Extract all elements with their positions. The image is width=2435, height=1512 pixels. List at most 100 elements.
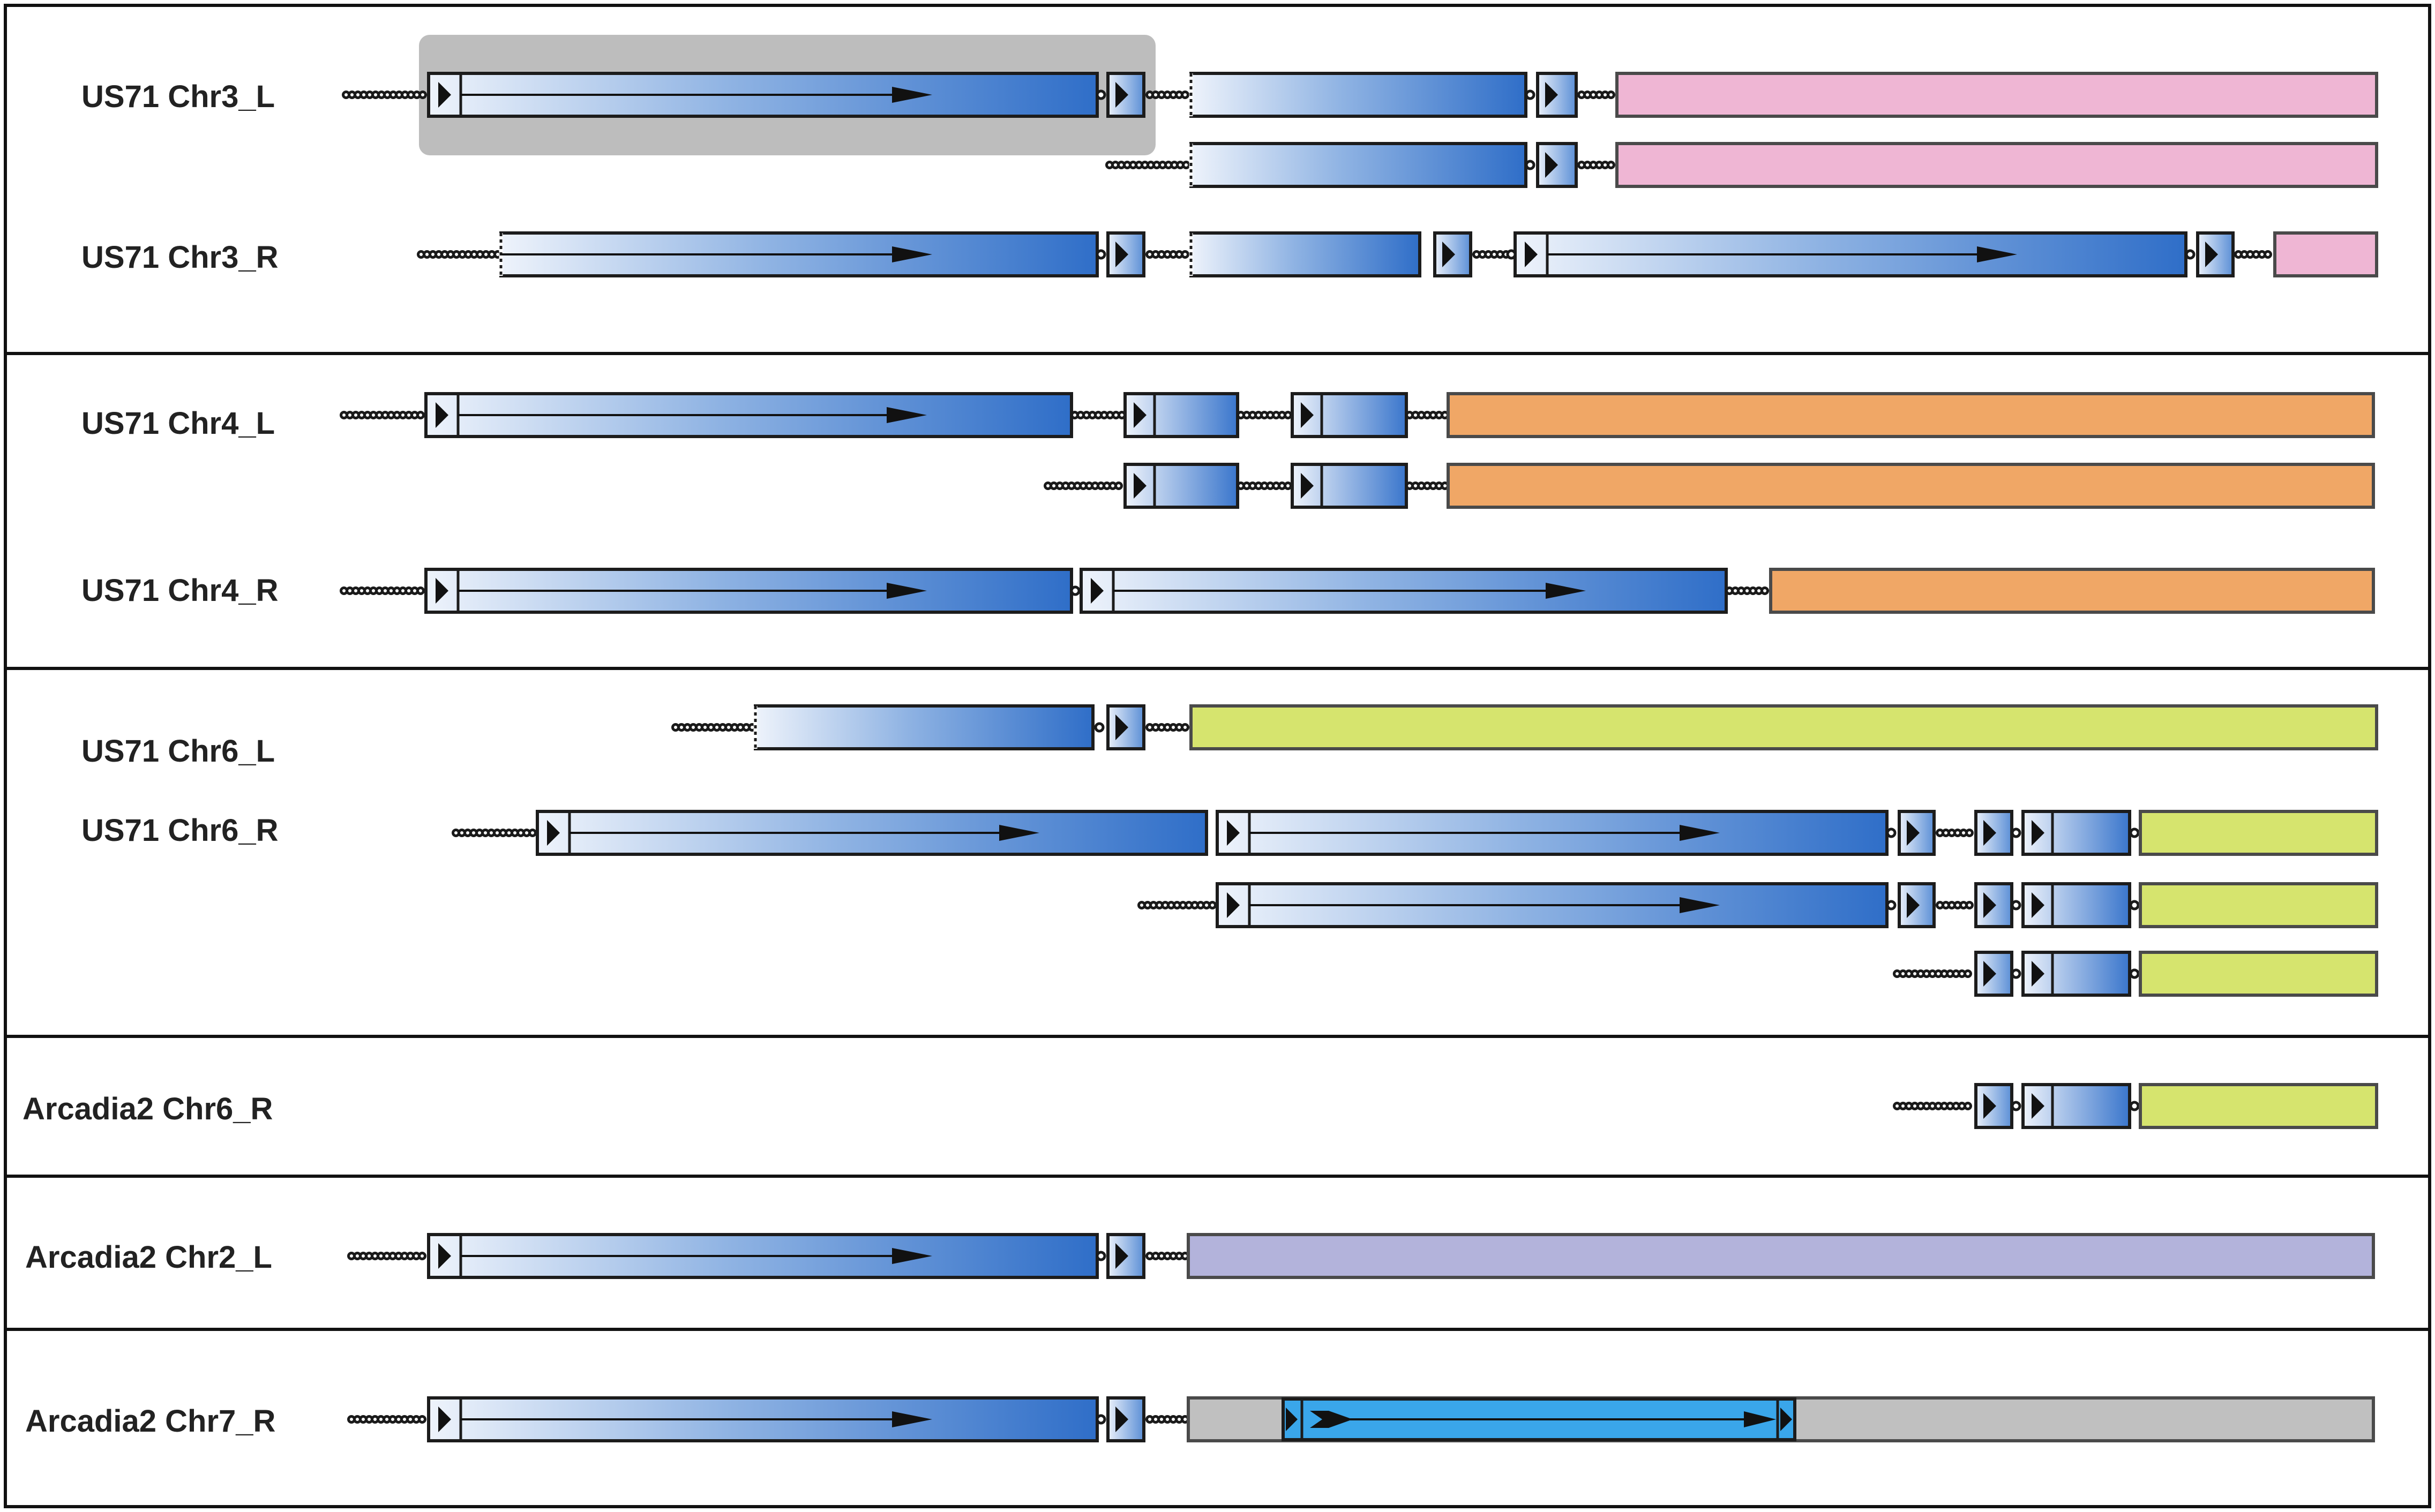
short-element-box <box>1536 142 1578 188</box>
telomere-repeat <box>1936 901 1974 909</box>
telomere-ring <box>1607 91 1615 99</box>
long-element-box <box>1189 72 1527 118</box>
subtelomere-tail <box>1615 142 2378 188</box>
junction-ring <box>1096 1251 1106 1261</box>
orientation-triangle <box>1545 152 1558 178</box>
telomere-repeat <box>1577 91 1615 99</box>
row-us71-chr3-r <box>417 231 2378 277</box>
row-label-us71-chr3-r: US71 Chr3_R <box>81 240 278 275</box>
telomere-ring <box>1208 901 1217 909</box>
orientation-triangle <box>1115 242 1128 267</box>
junction-ring <box>2129 900 2140 911</box>
telomere-repeat <box>1577 161 1615 169</box>
orientation-triangle <box>1983 892 1996 918</box>
junction-ring <box>2011 900 2021 911</box>
telomere-ring <box>1964 969 1972 978</box>
row-us71-chr4-r <box>340 568 2375 614</box>
telomere-ring <box>1114 482 1123 490</box>
orientation-triangle <box>1115 714 1128 740</box>
junction-ring <box>1506 249 1517 260</box>
short-element-box <box>2196 231 2235 277</box>
junction-ring <box>2129 1101 2140 1111</box>
telomere-repeat <box>1145 1415 1189 1424</box>
subtelomere-tail <box>1769 568 2375 614</box>
telomere-ring <box>418 91 427 99</box>
orientation-triangle <box>438 1243 451 1269</box>
telomere-ring <box>1284 411 1292 419</box>
direction-arrowhead <box>887 407 927 423</box>
orientation-triangle <box>1983 820 1996 846</box>
direction-arrowhead <box>1546 583 1586 599</box>
direction-arrowhead <box>892 246 932 262</box>
telomere-ring <box>1964 1102 1972 1110</box>
row-us71-chr6-r-b <box>1137 882 2378 928</box>
long-element-box <box>1189 142 1527 188</box>
junction-ring <box>1070 585 1081 596</box>
telomere-ring <box>1760 586 1769 595</box>
telomere-repeat <box>342 91 427 99</box>
telomere-repeat <box>1893 1102 1972 1110</box>
junction-ring <box>1525 160 1535 170</box>
row-us71-chr4-l-b <box>1044 463 2375 509</box>
orientation-triangle <box>1907 892 1920 918</box>
direction-arrowhead <box>999 825 1039 841</box>
orientation-triangle <box>547 820 560 846</box>
junction-ring <box>2185 249 2196 260</box>
telomere-ring <box>1181 91 1189 99</box>
telomere-ring <box>1182 161 1190 169</box>
short-element-box <box>1106 231 1145 277</box>
orientation-triangle <box>1227 820 1240 846</box>
row-label-arcadia2-chr2-l: Arcadia2 Chr2_L <box>25 1240 272 1275</box>
row-us71-chr4-l <box>340 392 2375 438</box>
telomere-repeat <box>1145 723 1189 732</box>
orientation-triangle <box>1091 578 1104 604</box>
orientation-triangle <box>1134 473 1147 499</box>
junction-ring <box>2011 1101 2021 1111</box>
telomere-repeat <box>340 586 425 595</box>
orientation-triangle <box>1286 1408 1298 1431</box>
row-arcadia2-chr2-l <box>347 1233 2375 1279</box>
telomere-repeat <box>1145 1252 1189 1260</box>
row-us71-chr6-l <box>671 704 2378 750</box>
orientation-triangle <box>2032 820 2044 846</box>
subtelomere-tail <box>1447 463 2375 509</box>
orientation-triangle <box>1442 242 1455 267</box>
telomere-ring <box>1181 250 1189 259</box>
telomere-ring <box>1965 901 1974 909</box>
junction-ring <box>1886 900 1897 911</box>
orientation-triangle <box>438 1406 451 1432</box>
telomere-ring <box>1181 723 1189 732</box>
orientation-triangle <box>1907 820 1920 846</box>
short-element-box <box>1898 882 1936 928</box>
telomere-repeat <box>347 1252 426 1260</box>
row-arcadia2-chr7-r <box>347 1396 2375 1442</box>
orientation-triangle <box>438 82 451 108</box>
telomere-ring <box>2264 250 2272 259</box>
orientation-triangle <box>1780 1408 1792 1431</box>
orientation-triangle <box>1301 402 1314 428</box>
row-us71-chr6-r-c <box>1893 951 2378 997</box>
telomere-ring <box>416 586 425 595</box>
orientation-triangle <box>1545 82 1558 108</box>
orientation-triangle <box>2205 242 2218 267</box>
long-element-box <box>1189 231 1421 277</box>
junction-ring <box>2011 828 2021 838</box>
row-arcadia2-chr6-r <box>1893 1083 2378 1129</box>
telomere-repeat <box>1893 969 1972 978</box>
long-element-box <box>754 704 1095 750</box>
telomere-repeat <box>1405 411 1449 419</box>
junction-ring <box>2129 968 2140 979</box>
row-label-arcadia2-chr7-r: Arcadia2 Chr7_R <box>25 1404 275 1439</box>
subtelomere-tail <box>1187 1233 2375 1279</box>
orientation-triangle <box>2032 892 2044 918</box>
junction-ring <box>1525 89 1535 100</box>
orientation-triangle <box>1983 1093 1996 1119</box>
subtelomere-tail <box>1615 72 2378 118</box>
telomere-repeat <box>1936 829 1974 837</box>
direction-arrowhead <box>1977 246 2017 262</box>
telomere-repeat <box>1105 161 1190 169</box>
orientation-triangle <box>1227 892 1240 918</box>
junction-ring <box>1094 722 1105 733</box>
chromosome-rows <box>340 72 2378 1442</box>
direction-arrowhead <box>1680 825 1720 841</box>
